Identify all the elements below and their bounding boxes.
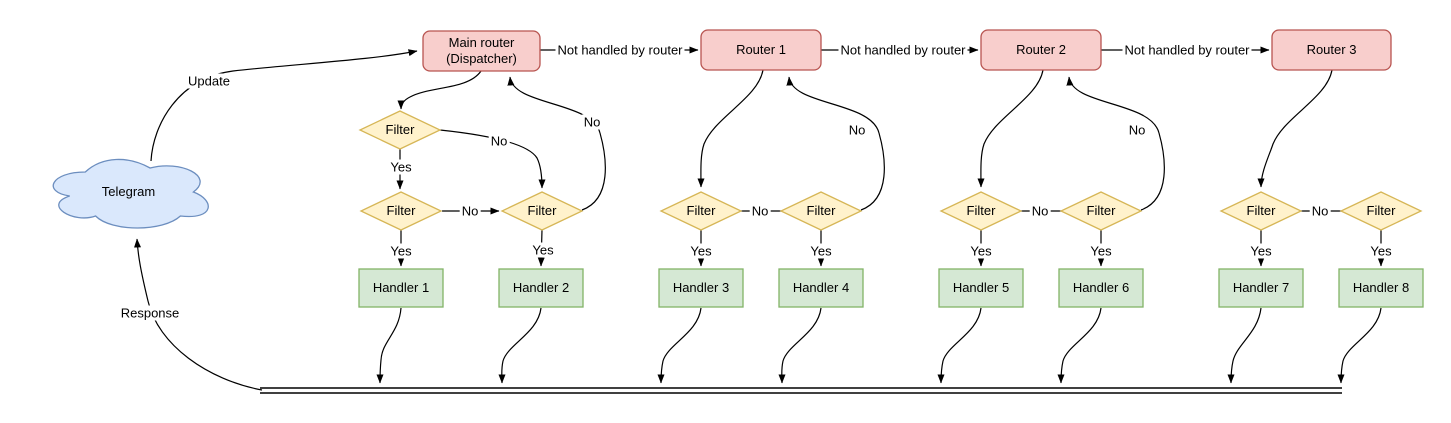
edges (134, 46, 1385, 394)
edge-handler8-to-bus (1337, 307, 1382, 384)
edge-response (134, 238, 263, 391)
edge-handler5-to-bus (937, 307, 982, 384)
edge-router2-to-filter (977, 69, 1044, 188)
filter-diamond-r1-left (659, 191, 743, 231)
handler-5-node (938, 268, 1024, 308)
handler-2-node (498, 268, 584, 308)
handler-nodes (358, 268, 1424, 308)
handler-8-node (1338, 268, 1424, 308)
edge-update (150, 49, 418, 162)
filter-diamond-main-right (500, 191, 584, 231)
edge-filter-c-no-return (507, 76, 606, 211)
edge-handler1-to-bus (376, 307, 402, 384)
handler-4-node (778, 268, 864, 308)
edge-handler3-to-bus (657, 307, 702, 384)
handler-6-node (1058, 268, 1144, 308)
router-1-node (700, 29, 822, 71)
filter-diamond-r3-left (1219, 191, 1303, 231)
handler-7-node (1218, 268, 1304, 308)
edge-handler2-to-bus (498, 307, 542, 384)
handler-1-node (358, 268, 444, 308)
router-2-node (980, 29, 1102, 71)
filter-diamond-r2-left (939, 191, 1023, 231)
filter-nodes (358, 110, 1423, 231)
filter-diamond-main-left (359, 191, 443, 231)
edge-handler4-to-bus (778, 307, 822, 384)
edge-handler6-to-bus (1057, 307, 1102, 384)
edge-handler7-to-bus (1227, 307, 1262, 384)
edge-router3-to-filter (1257, 69, 1333, 188)
response-bus (260, 387, 1342, 394)
edge-main-to-filter (397, 70, 482, 110)
edge-r2-no-return (1066, 76, 1165, 211)
filter-diamond-r1-right (779, 191, 863, 231)
handler-3-node (658, 268, 744, 308)
main-router-node (422, 30, 541, 72)
edge-filter-c-yes (537, 229, 545, 267)
edge-r1-no-return (786, 76, 885, 211)
router-nodes (422, 29, 1392, 72)
filter-diamond-r2-right (1059, 191, 1143, 231)
filter-diamond-r3-right (1339, 191, 1423, 231)
telegram-cloud-node (52, 158, 209, 229)
router-3-node (1271, 29, 1392, 71)
edge-router1-to-filter (697, 69, 764, 188)
filter-diamond-main-top (358, 110, 442, 150)
edge-filter-a-no (439, 129, 546, 189)
